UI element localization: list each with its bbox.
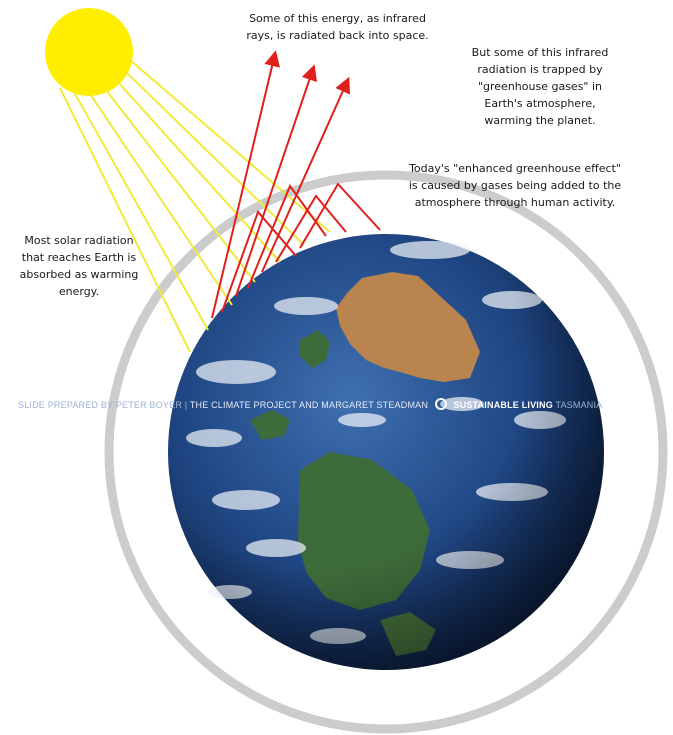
credit-watermark: SLIDE PREPARED BY PETER BOYER | THE CLIM… [18,398,603,410]
brand-region: TASMANIA [555,400,603,410]
sun [45,8,133,96]
sustainable-living-logo-icon [434,398,447,410]
greenhouse-trap-label: But some of this infrared radiation is t… [471,46,609,127]
solar-absorption-label: Most solar radiation that reaches Earth … [19,234,139,298]
earth-globe [168,234,604,670]
enhanced-effect-label: Today's "enhanced greenhouse effect" is … [408,162,622,209]
brand-name: SUSTAINABLE LIVING [453,400,553,410]
atmosphere-ring [104,170,668,734]
sun-rays [59,59,331,353]
credit-organisations: THE CLIMATE PROJECT AND MARGARET STEADMA… [189,400,429,410]
infrared-escape-label: Some of this energy, as infrared rays, i… [246,12,429,42]
infrared-rays-escaping [211,50,351,319]
credit-author: SLIDE PREPARED BY PETER BOYER [18,400,183,410]
infrared-rays-trapped [221,182,381,313]
